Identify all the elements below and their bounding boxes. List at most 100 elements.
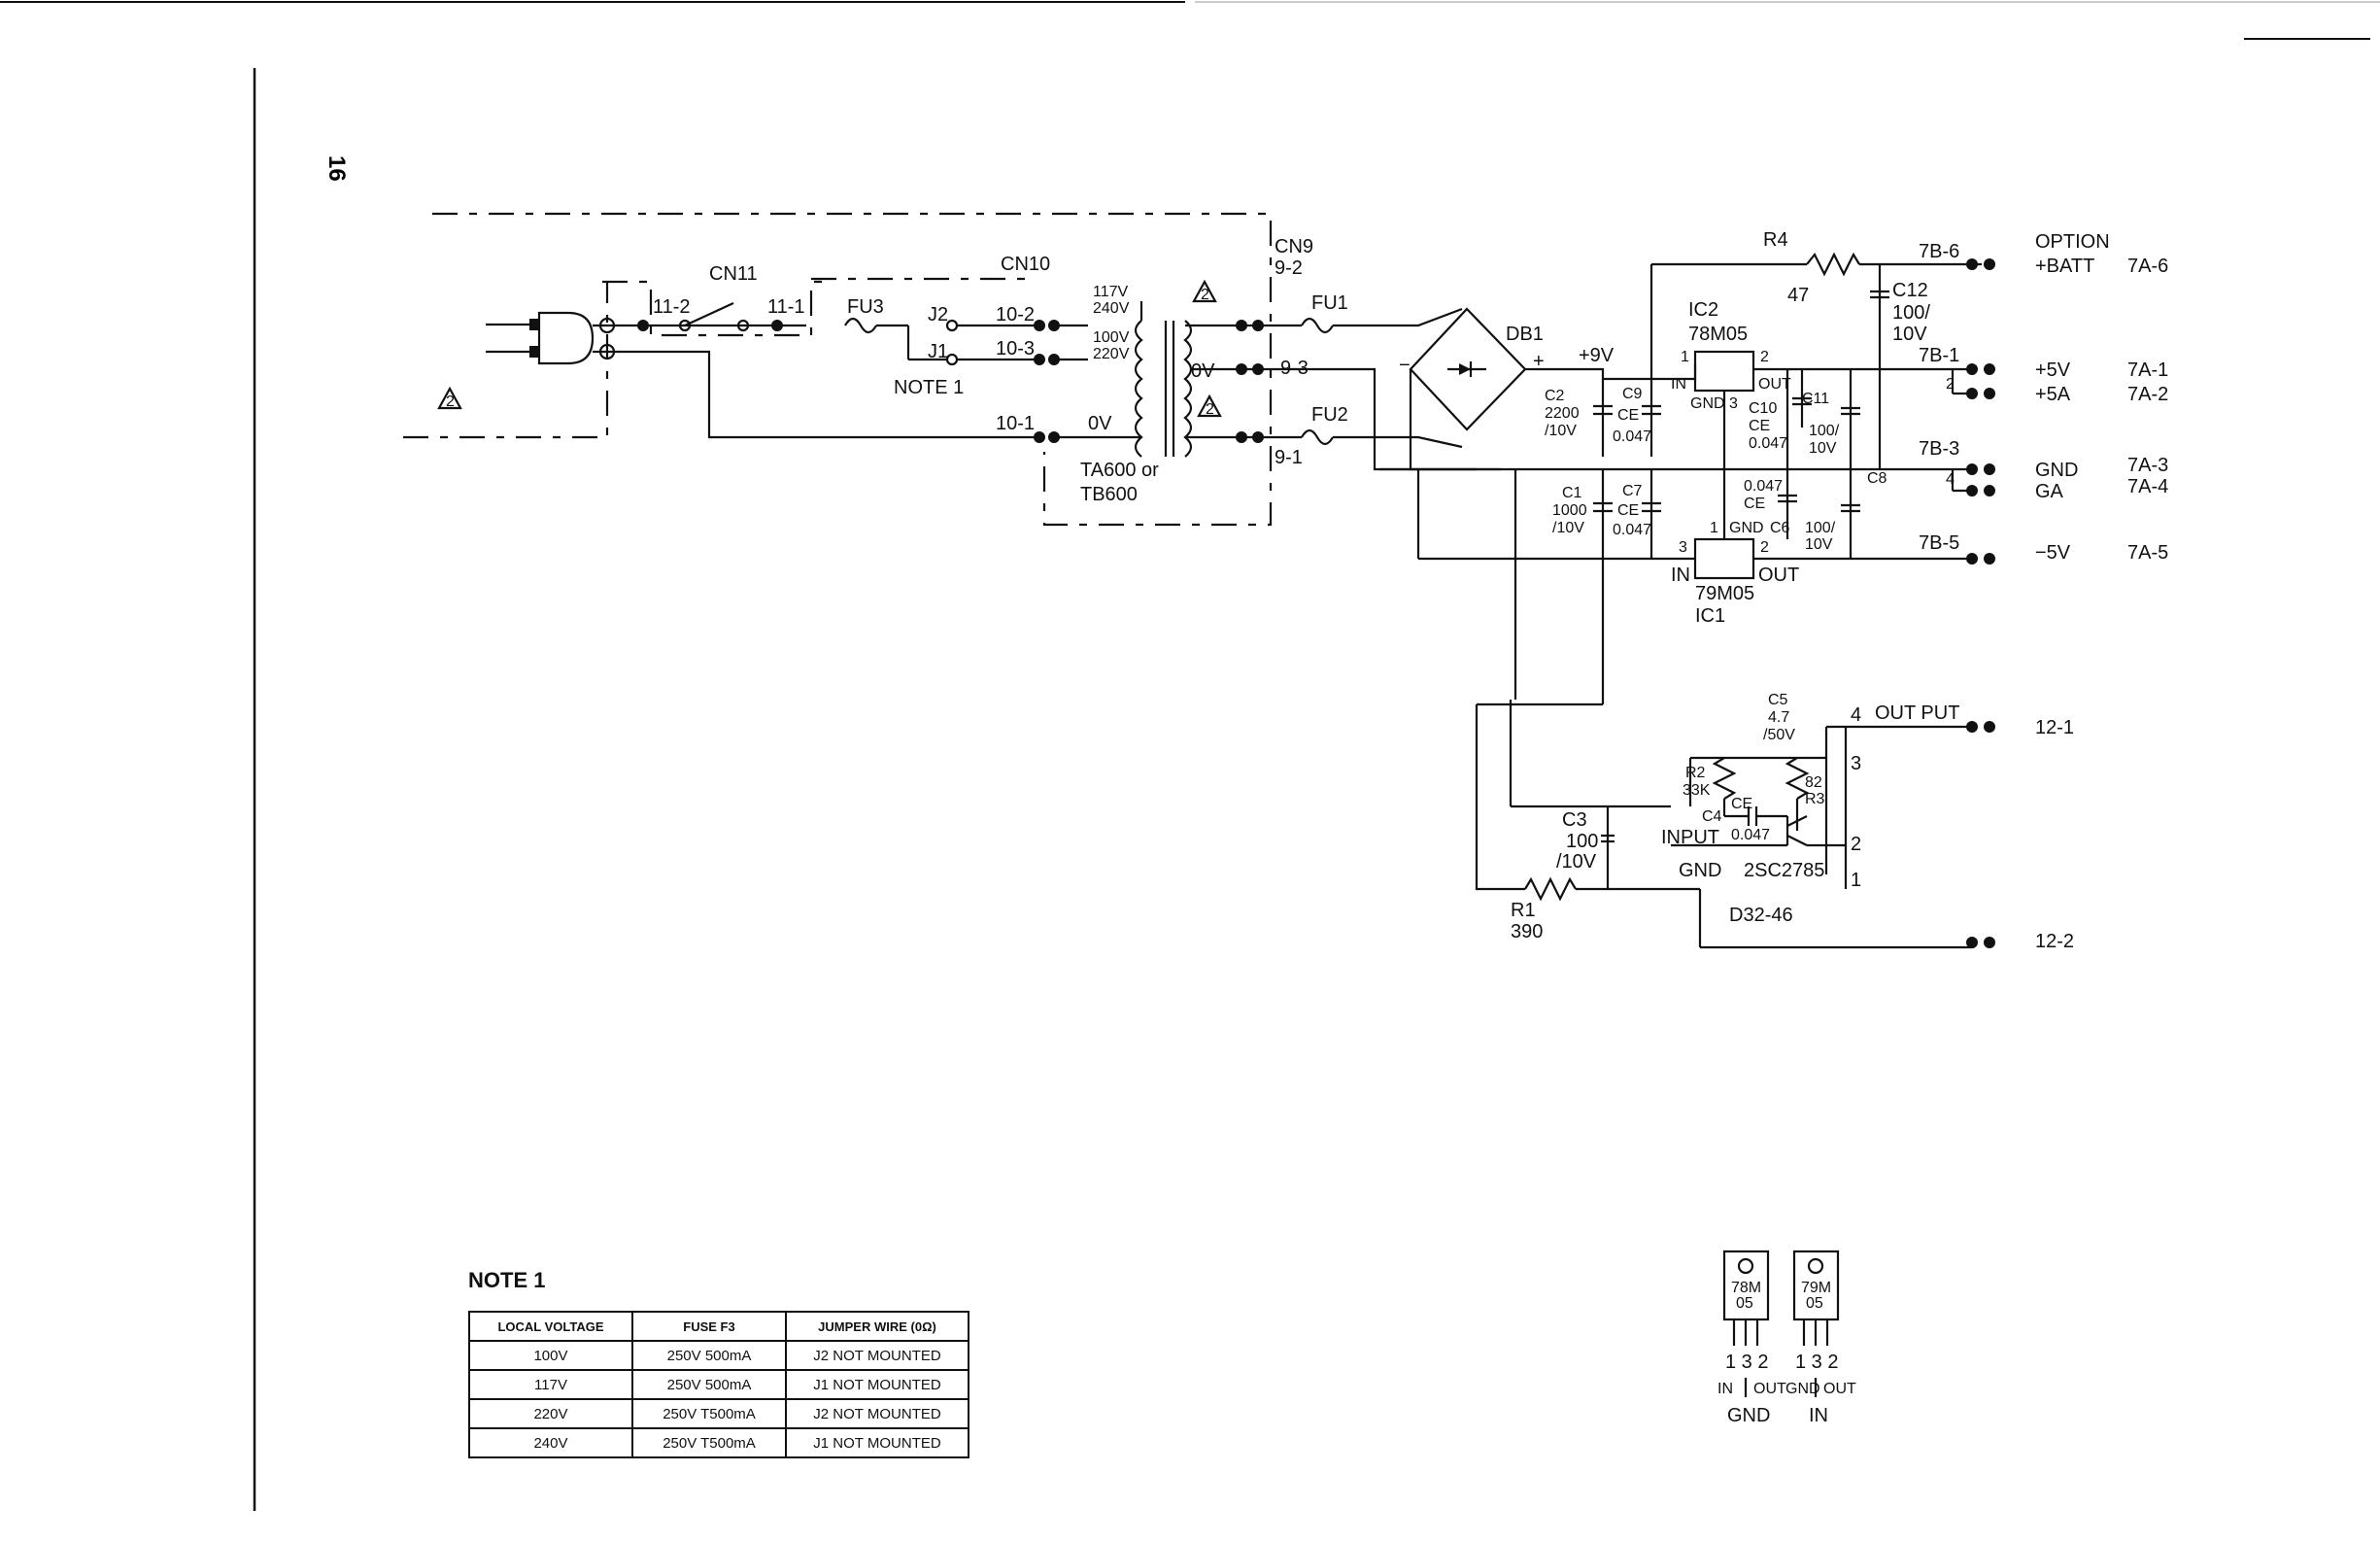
label-reg1-pins: 1 3 2 xyxy=(1725,1352,1768,1373)
label-pin-11-2: 11-2 xyxy=(653,296,691,318)
label-7b-5: 7B-5 xyxy=(1919,532,1959,554)
label-module-pin3: 3 xyxy=(1851,753,1861,774)
label-c2-value2: /10V xyxy=(1545,423,1577,439)
label-c11-value2: 10V xyxy=(1809,440,1837,457)
label-plus5a: +5A xyxy=(2035,384,2071,405)
label-r3: R3 xyxy=(1805,791,1825,807)
ac-plug xyxy=(486,311,595,365)
label-minus: − xyxy=(1399,355,1411,376)
label-option: OPTION xyxy=(2035,231,2110,253)
label-c4-value: 0.047 xyxy=(1731,827,1770,843)
label-batt: +BATT xyxy=(2035,256,2094,277)
resistor-r3 xyxy=(1785,757,1810,800)
label-0v-primary: 0V xyxy=(1088,413,1112,434)
label-12-2: 12-2 xyxy=(2035,931,2074,952)
label-ic1-in: IN xyxy=(1671,565,1690,586)
label-c5: C5 xyxy=(1768,692,1788,708)
pinout-labels: 78M 05 79M 05 1 3 2 1 3 2 IN OUT GND GND… xyxy=(1717,1280,1856,1426)
label-transformer: TA600 or xyxy=(1080,460,1159,481)
label-tap-100v: 100V xyxy=(1093,329,1130,346)
label-7a-6: 7A-6 xyxy=(2127,256,2168,277)
label-reg1-in: IN xyxy=(1717,1381,1733,1397)
label-c9-value: 0.047 xyxy=(1613,428,1651,445)
label-c6: C6 xyxy=(1770,520,1790,536)
label-7a-5: 7A-5 xyxy=(2127,542,2168,564)
label-pin-9-3: 9-3 xyxy=(1280,358,1309,379)
label-c8: C8 xyxy=(1867,470,1887,487)
label-fu2: FU2 xyxy=(1311,404,1348,426)
label-output: OUT PUT xyxy=(1875,702,1959,724)
label-c8-value: 0.047 xyxy=(1744,478,1783,495)
label-cn10: CN10 xyxy=(1001,254,1050,275)
fuse-fu3 xyxy=(844,317,877,334)
label-ic2-part: 78M05 xyxy=(1688,324,1748,345)
label-pin-11-1: 11-1 xyxy=(767,296,805,318)
label-c10-value: 0.047 xyxy=(1749,435,1787,452)
label-ic2: IC2 xyxy=(1688,299,1718,321)
label-c8-ce: CE xyxy=(1744,496,1765,512)
wire-neutral-to-10-1 xyxy=(607,350,1039,439)
label-plus9v: +9V xyxy=(1579,345,1615,366)
label-ic1-pin1: 1 xyxy=(1710,520,1718,536)
table-cell: 250V T500mA xyxy=(631,1427,787,1458)
label-tap-240v: 240V xyxy=(1093,300,1130,317)
table-row: 117V 250V 500mA J1 NOT MOUNTED xyxy=(468,1369,969,1400)
resistor-r2 xyxy=(1712,757,1737,800)
labels: CN11 CN10 CN9 9-2 9-3 9-1 11-2 11-1 FU3 … xyxy=(446,229,2168,952)
label-r3-value: 82 xyxy=(1805,774,1822,791)
label-ic1-out: OUT xyxy=(1758,565,1799,586)
label-warning-1: 2 xyxy=(446,394,455,410)
label-c1-value1: 1000 xyxy=(1552,502,1587,519)
label-c4: C4 xyxy=(1702,808,1722,825)
note-title: NOTE 1 xyxy=(468,1268,546,1292)
label-c5-value2: /50V xyxy=(1763,727,1795,743)
jumper-j2 xyxy=(945,319,959,332)
label-cn9: CN9 xyxy=(1275,236,1313,257)
col-jumper-wire: JUMPER WIRE (0Ω) xyxy=(785,1311,969,1342)
label-c3-value1: 100 xyxy=(1566,831,1598,852)
label-r1-value: 390 xyxy=(1511,921,1543,942)
label-pin-9-1: 9-1 xyxy=(1275,447,1303,468)
resistor-r1 xyxy=(1524,876,1577,902)
label-reg2b: 05 xyxy=(1806,1295,1823,1312)
label-reg1b: 05 xyxy=(1736,1295,1753,1312)
table-row: 100V 250V 500mA J2 NOT MOUNTED xyxy=(468,1340,969,1371)
label-ic1-pin2: 2 xyxy=(1760,539,1769,556)
table-cell: 117V xyxy=(468,1369,633,1400)
label-minus5v: −5V xyxy=(2035,542,2071,564)
table-header-row: LOCAL VOLTAGE FUSE F3 JUMPER WIRE (0Ω) xyxy=(468,1311,969,1342)
power-switch xyxy=(684,302,734,326)
node xyxy=(637,320,649,331)
col-local-voltage: LOCAL VOLTAGE xyxy=(468,1311,633,1342)
label-c6-value2: 10V xyxy=(1805,536,1833,553)
label-transistor: 2SC2785 xyxy=(1744,860,1824,881)
note-1: NOTE 1 LOCAL VOLTAGE FUSE F3 JUMPER WIRE… xyxy=(468,1268,969,1458)
label-plus5v: +5V xyxy=(2035,360,2071,381)
warning-icon xyxy=(437,279,1222,418)
note-table: LOCAL VOLTAGE FUSE F3 JUMPER WIRE (0Ω) 1… xyxy=(468,1311,969,1458)
label-pin-9-2: 9-2 xyxy=(1275,257,1303,279)
label-c2-value1: 2200 xyxy=(1545,405,1580,422)
regulator-pinout xyxy=(1722,1250,1840,1346)
label-fu1: FU1 xyxy=(1311,292,1348,314)
transformer-secondary xyxy=(1183,320,1193,458)
label-reg1: 78M xyxy=(1731,1280,1761,1296)
label-c12-value2: 10V xyxy=(1892,324,1927,345)
table-cell: 220V xyxy=(468,1398,633,1429)
label-c6-value1: 100/ xyxy=(1805,520,1836,536)
label-r4-value: 47 xyxy=(1787,285,1809,306)
regulator-ic1 xyxy=(1693,537,1755,580)
label-c1-value2: /10V xyxy=(1552,520,1584,536)
label-7b-pin4: 4 xyxy=(1946,471,1955,488)
label-r4: R4 xyxy=(1763,229,1788,251)
label-r2: R2 xyxy=(1685,765,1706,781)
label-reg1-out: OUT xyxy=(1753,1381,1786,1397)
label-warning-3: 2 xyxy=(1206,401,1214,418)
table-row: 240V 250V T500mA J1 NOT MOUNTED xyxy=(468,1427,969,1458)
label-ic1-part: 79M05 xyxy=(1695,583,1754,604)
label-ic2-pin3: 3 xyxy=(1729,395,1738,412)
label-ic2-pin2: 2 xyxy=(1760,349,1769,365)
label-c10: C10 xyxy=(1749,400,1777,417)
table-cell: 240V xyxy=(468,1427,633,1458)
label-c4-ce: CE xyxy=(1731,796,1752,812)
